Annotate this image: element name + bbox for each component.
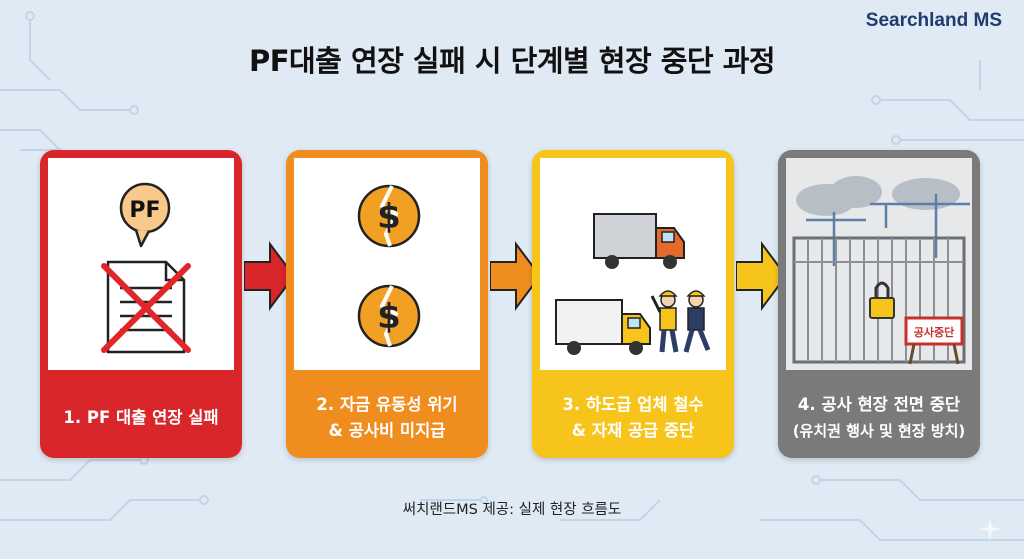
svg-text:$: $ [377,197,401,237]
page-title: PF대출 연장 실패 시 단계별 현장 중단 과정 [248,44,776,78]
step-4-subtitle: (유치권 행사 및 현장 방치) [792,422,966,440]
broken-coin-icon: $ [357,184,421,248]
step-1-illustration: PF [48,158,234,370]
step-card-3: 3. 하도급 업체 철수 & 자재 공급 중단 [532,150,734,458]
svg-text:$: $ [377,297,401,337]
cloud-icon [796,176,960,216]
crane-icon [806,194,970,266]
flow-arrow-1 [244,241,296,311]
step-2-illustration: $ $ [294,158,480,370]
speech-bubble-icon: PF [119,182,171,248]
flow-arrow-2 [490,241,542,311]
step-4-title: 4. 공사 현장 전면 중단 [797,395,961,414]
step-card-1: PF 1. PF 대출 연장 실패 [40,150,242,458]
crossed-document-icon [101,260,191,354]
broken-coin-icon: $ [357,284,421,348]
step-card-2: $ $ 2. 자금 유동성 위기 & 공사비 미지급 [286,150,488,458]
stop-sign-label: 공사중단 [914,325,954,339]
step-1-caption: 1. PF 대출 연장 실패 [40,378,242,458]
step-3-caption: 3. 하도급 업체 철수 & 자재 공급 중단 [532,378,734,458]
workers-icon [650,290,711,353]
step-3-illustration [540,158,726,370]
step-2-subtitle: & 공사비 미지급 [328,421,446,440]
truck-icon [555,299,651,355]
step-4-illustration: 공사중단 [786,158,972,370]
padlock-icon [869,281,895,319]
step-4-caption: 4. 공사 현장 전면 중단 (유치권 행사 및 현장 방치) [778,378,980,458]
sparkle-icon [978,517,1002,541]
brand-logo-text: Searchland MS [865,10,1002,31]
step-2-title: 2. 자금 유동성 위기 [316,395,458,414]
pf-icon-label: PF [129,198,160,223]
step-3-subtitle: & 자재 공급 중단 [571,421,695,440]
step-3-title: 3. 하도급 업체 철수 [562,395,704,414]
stop-sign-board: 공사중단 [904,316,964,365]
truck-icon [593,213,685,269]
step-1-title: 1. PF 대출 연장 실패 [63,408,219,427]
footer-caption: 써치랜드MS 제공: 실제 현장 흐름도 [402,502,622,518]
step-2-caption: 2. 자금 유동성 위기 & 공사비 미지급 [286,378,488,458]
step-card-4: 공사중단 4. 공사 현장 전면 중단 (유치권 행사 및 현장 방치) [778,150,980,458]
flow-arrow-3 [736,241,788,311]
